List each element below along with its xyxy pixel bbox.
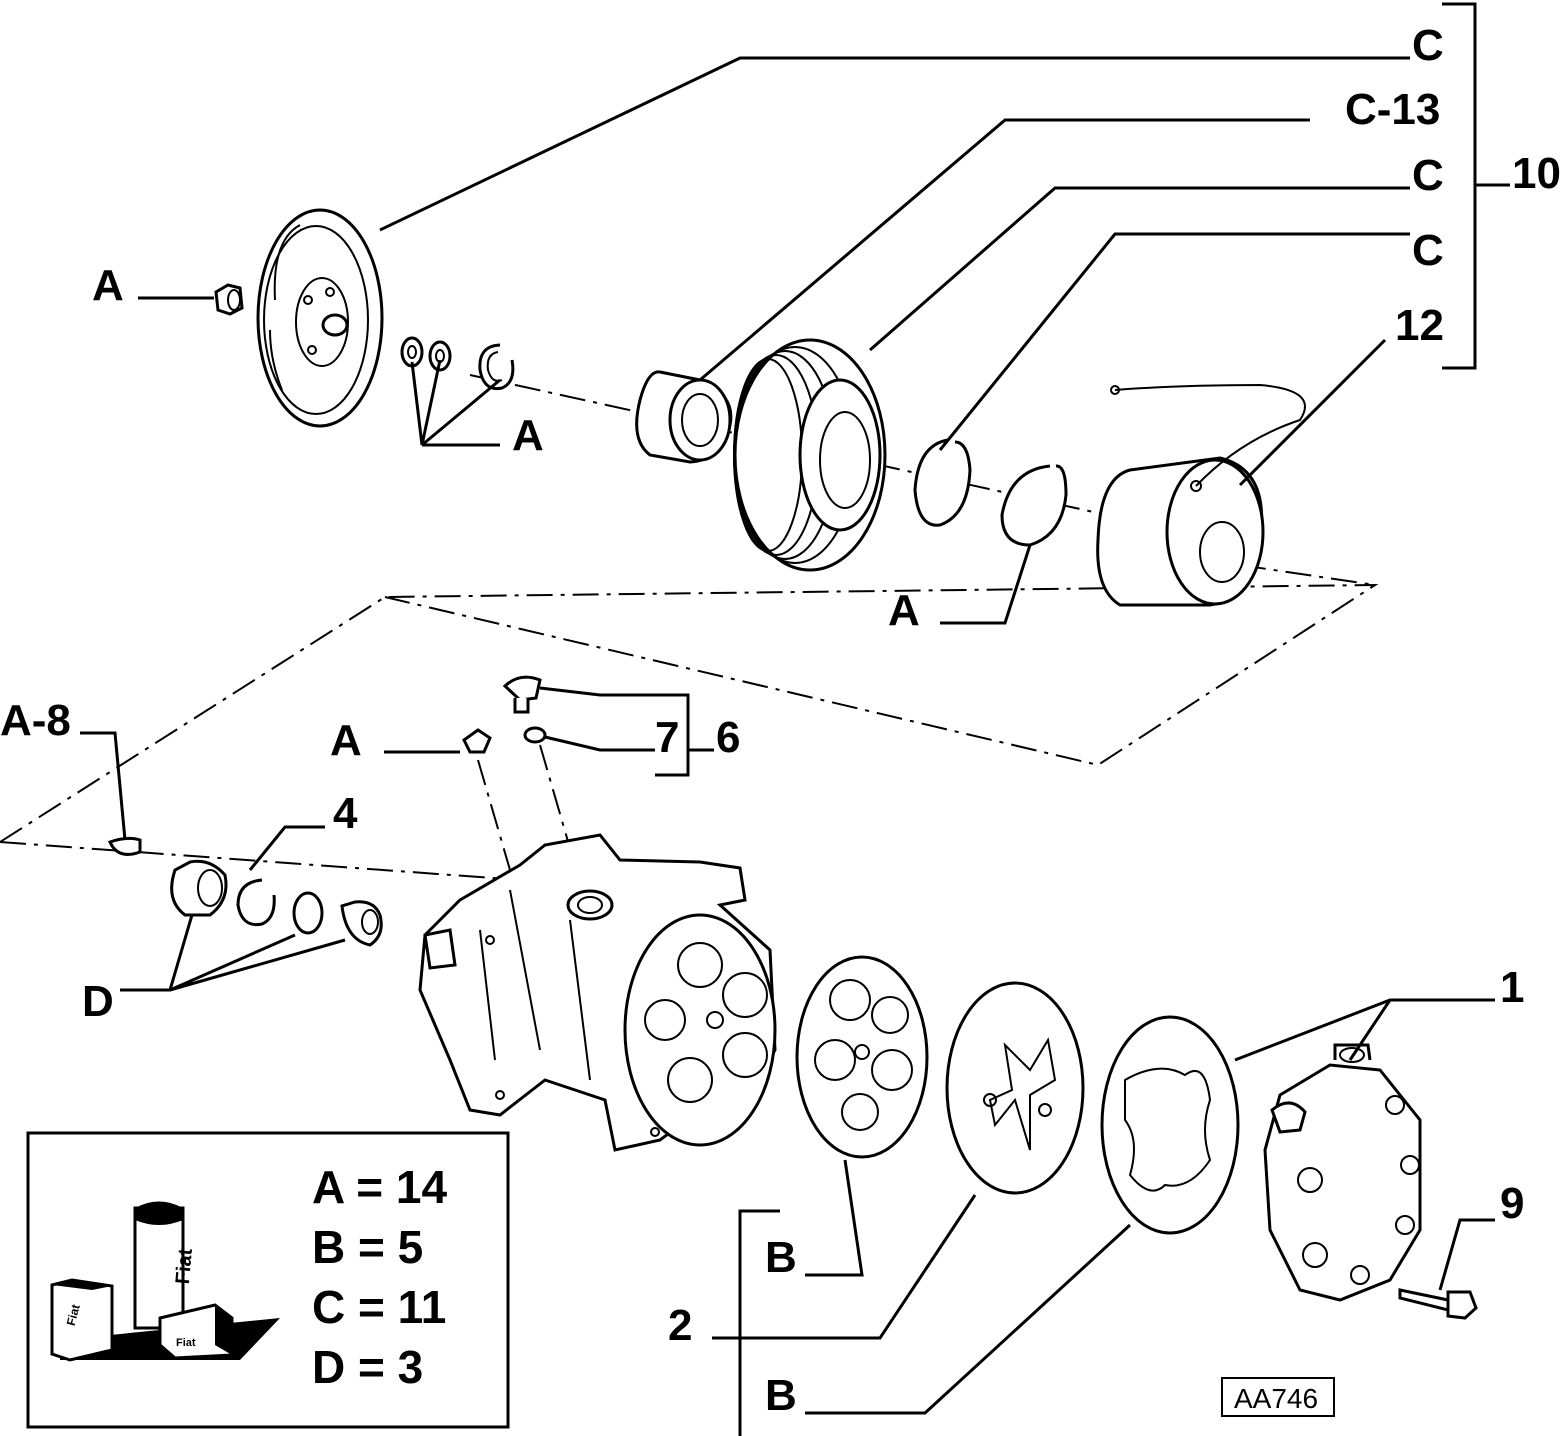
- legend-box: Fiat Fiat Fiat A = 14 B = 5 C = 11 D = 3: [26, 1131, 510, 1429]
- retaining-rings: [913, 438, 1068, 547]
- shim-washers: [400, 336, 452, 372]
- shaft-seal-assembly: [120, 825, 383, 992]
- callout-c-ring: C: [1412, 226, 1444, 275]
- callout-10: 10: [1512, 149, 1561, 198]
- kit-box-right-text: Fiat: [176, 1337, 196, 1349]
- compressor-body: [418, 833, 777, 1152]
- callout-b-lower: B: [765, 1371, 797, 1420]
- kit-box-left-text: Fiat: [64, 1303, 83, 1327]
- callout-a-ring: A: [888, 586, 920, 635]
- callout-a-nut: A: [92, 261, 124, 310]
- callout-6: 6: [716, 713, 740, 762]
- hub-nut: [214, 283, 244, 316]
- figure-code-box: AA746: [1221, 1377, 1335, 1417]
- head-bolt: [1398, 1288, 1478, 1320]
- kit-tube-text: Fiat: [172, 1247, 197, 1285]
- callout-c-pulley-plate: C: [1412, 21, 1444, 70]
- callout-c13: C-13: [1345, 85, 1440, 134]
- callout-a-valve: A: [330, 716, 362, 765]
- callout-7: 7: [655, 713, 679, 762]
- cylinder-head: [1263, 1043, 1422, 1302]
- clutch-front-plate: [256, 208, 384, 428]
- callout-a-washers: A: [512, 411, 544, 460]
- callout-2: 2: [668, 1301, 692, 1350]
- callout-labels: C C-13 C C 12 10 A A A A-8 A 7 6 4 D 1 9…: [0, 21, 1561, 1420]
- legend-row-c: C = 11: [312, 1281, 446, 1333]
- callout-b-upper: B: [765, 1233, 797, 1282]
- callout-a8: A-8: [0, 696, 71, 745]
- callout-c-pulley: C: [1412, 151, 1444, 200]
- legend-row-a: A = 14: [312, 1161, 448, 1213]
- kit-illustration: Fiat Fiat Fiat: [50, 1201, 280, 1362]
- legend-row-b: B = 5: [312, 1221, 423, 1273]
- field-coil: [1096, 383, 1306, 607]
- callout-9: 9: [1500, 1179, 1524, 1228]
- woodruff-key: [80, 731, 142, 856]
- pulley: [733, 338, 887, 572]
- valve-plate: [945, 981, 1085, 1195]
- service-valve-parts: [384, 675, 714, 777]
- callout-1: 1: [1500, 963, 1524, 1012]
- gasket-lower: [1100, 1015, 1240, 1235]
- snap-ring-upper: [478, 343, 515, 391]
- pulley-bearing: [635, 370, 733, 464]
- figure-code: AA746: [1234, 1383, 1318, 1414]
- callout-d: D: [82, 977, 114, 1026]
- callout-4: 4: [333, 789, 358, 838]
- gasket-upper: [795, 955, 929, 1159]
- upper-leaders: [138, 2, 1510, 625]
- lower-leaders: [712, 998, 1495, 1436]
- legend-row-d: D = 3: [312, 1341, 423, 1393]
- callout-12: 12: [1395, 301, 1444, 350]
